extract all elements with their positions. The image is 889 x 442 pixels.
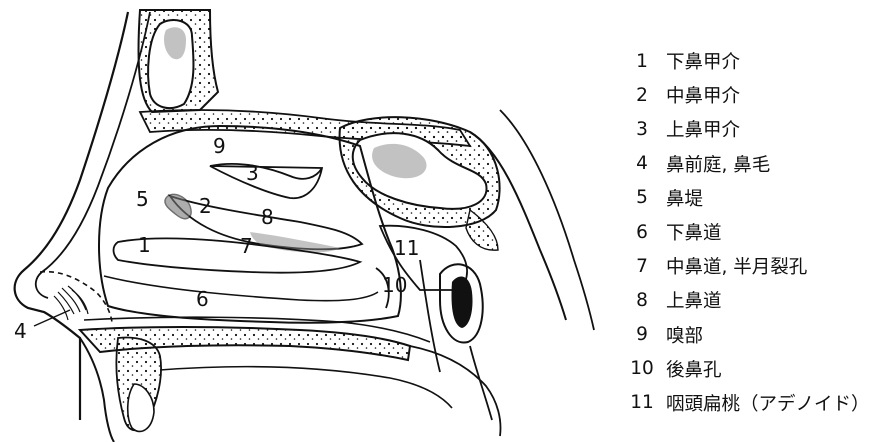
legend-term: 嗅部	[666, 322, 703, 348]
legend-number: 2	[618, 85, 666, 106]
soft-palate	[410, 346, 500, 436]
oral-line	[160, 367, 452, 408]
legend-number: 3	[618, 119, 666, 140]
legend-number: 5	[618, 187, 666, 208]
legend-term: 中鼻道, 半月裂孔	[666, 253, 807, 279]
legend-number: 1	[618, 51, 666, 72]
legend-row: 6 下鼻道	[618, 215, 888, 249]
callout-5: 5	[136, 187, 149, 211]
legend-row: 2 中鼻甲介	[618, 78, 888, 112]
legend-term: 後鼻孔	[666, 356, 722, 382]
callout-6: 6	[196, 287, 209, 311]
legend-number: 6	[618, 222, 666, 243]
legend-row: 5 鼻堤	[618, 181, 888, 215]
legend-row: 4 鼻前庭, 鼻毛	[618, 147, 888, 181]
legend-row: 7 中鼻道, 半月裂孔	[618, 249, 888, 283]
legend-row: 3 上鼻甲介	[618, 112, 888, 146]
legend-row: 11 咽頭扁桃（アデノイド）	[618, 386, 888, 420]
callout-3: 3	[246, 161, 259, 185]
superior-turbinate	[210, 164, 322, 198]
callout-8: 8	[261, 205, 274, 229]
agger-nasi	[165, 194, 191, 218]
legend-number: 4	[618, 153, 666, 174]
upper-lip	[80, 338, 114, 442]
legend-number: 11	[618, 392, 666, 413]
legend-row: 10 後鼻孔	[618, 352, 888, 386]
callout-10: 10	[382, 273, 407, 297]
legend-term: 下鼻甲介	[666, 48, 740, 74]
leader-line-4	[34, 310, 70, 326]
nose-inner-outline	[36, 12, 150, 298]
legend-term: 鼻前庭, 鼻毛	[666, 151, 770, 177]
callout-2: 2	[199, 194, 212, 218]
legend-number: 8	[618, 290, 666, 311]
callout-9: 9	[213, 134, 226, 158]
callout-1: 1	[138, 233, 151, 257]
nose-outline	[15, 12, 128, 420]
callout-7: 7	[240, 234, 253, 258]
legend-row: 8 上鼻道	[618, 283, 888, 317]
legend-number: 10	[618, 358, 666, 379]
eustachian-shade	[451, 277, 472, 328]
legend-term: 咽頭扁桃（アデノイド）	[666, 390, 870, 416]
callout-11: 11	[394, 236, 419, 260]
legend: 1 下鼻甲介 2 中鼻甲介 3 上鼻甲介 4 鼻前庭, 鼻毛 5 鼻堤 6 下鼻…	[618, 44, 888, 420]
callout-4: 4	[14, 319, 27, 343]
legend-term: 中鼻甲介	[666, 82, 740, 108]
legend-number: 9	[618, 324, 666, 345]
legend-number: 7	[618, 256, 666, 277]
legend-row: 1 下鼻甲介	[618, 44, 888, 78]
legend-row: 9 嗅部	[618, 318, 888, 352]
inferior-meatus-curve	[104, 276, 378, 301]
posterior-wall-outer	[500, 110, 594, 330]
legend-term: 下鼻道	[666, 219, 722, 245]
legend-term: 上鼻道	[666, 287, 722, 313]
legend-term: 鼻堤	[666, 185, 703, 211]
legend-term: 上鼻甲介	[666, 116, 740, 142]
